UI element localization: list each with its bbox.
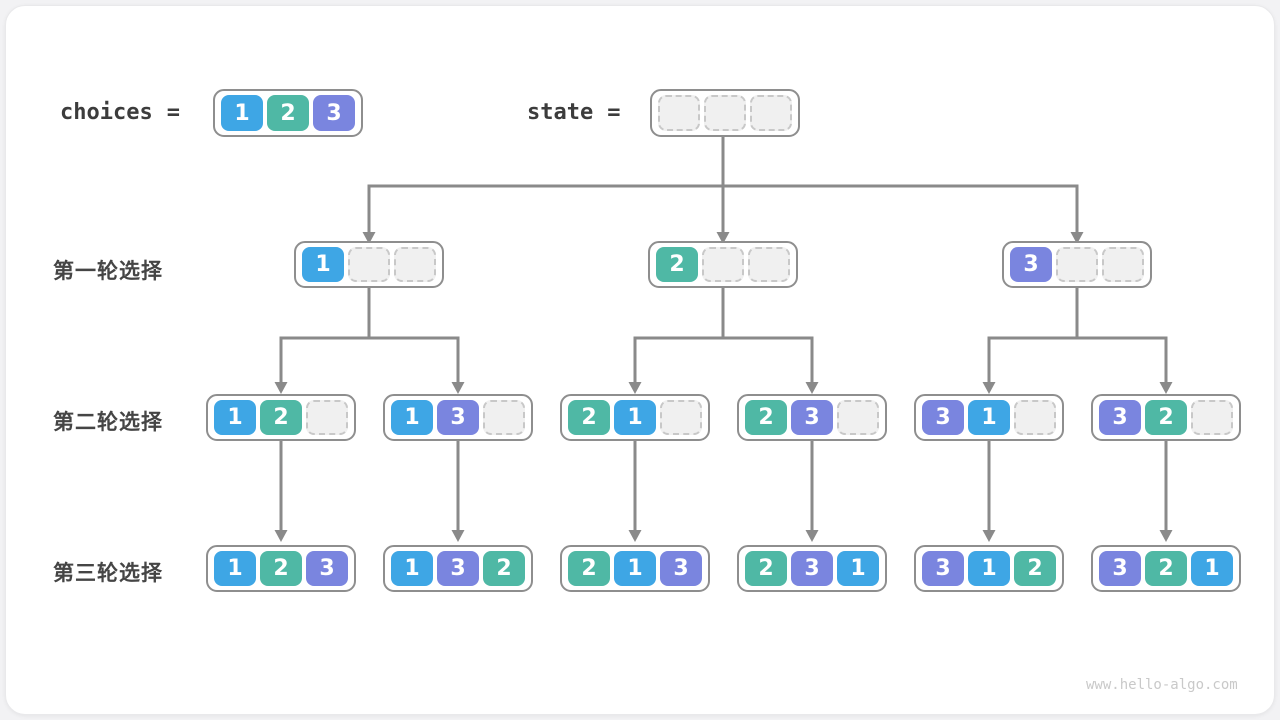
array-cell [348,247,390,282]
array-cell [702,247,744,282]
state-array [650,89,800,137]
array-cell: 2 [483,551,525,586]
array-cell [483,400,525,435]
round-1-label: 第一轮选择 [53,260,163,283]
array-cell: 1 [391,400,433,435]
array-cell [748,247,790,282]
array-cell: 2 [1014,551,1056,586]
state-node: 3 1 [914,394,1064,441]
array-cell: 1 [214,400,256,435]
array-cell: 3 [922,551,964,586]
array-cell: 1 [968,400,1010,435]
array-cell: 2 [267,95,309,131]
state-equals: = [607,100,621,125]
array-cell: 2 [260,551,302,586]
array-cell: 3 [1099,551,1141,586]
array-cell [658,95,700,131]
array-cell: 3 [313,95,355,131]
array-cell [837,400,879,435]
array-cell: 2 [745,400,787,435]
array-cell: 2 [568,551,610,586]
array-cell: 3 [791,551,833,586]
state-node: 3 1 2 [914,545,1064,592]
array-cell: 1 [221,95,263,131]
state-node: 1 2 3 [206,545,356,592]
state-node: 1 [294,241,444,288]
state-node: 3 2 [1091,394,1241,441]
array-cell: 1 [214,551,256,586]
array-cell [1191,400,1233,435]
state-node: 2 3 1 [737,545,887,592]
array-cell: 2 [656,247,698,282]
choices-equals: = [166,100,180,125]
state-node: 2 1 [560,394,710,441]
array-cell: 3 [306,551,348,586]
array-cell: 3 [437,551,479,586]
state-label-text: state [527,100,594,125]
array-cell: 2 [568,400,610,435]
array-cell [1056,247,1098,282]
array-cell: 1 [968,551,1010,586]
connector-layer [274,135,1173,542]
choices-array: 1 2 3 [213,89,363,137]
state-node: 2 1 3 [560,545,710,592]
array-cell: 3 [922,400,964,435]
array-cell: 3 [1010,247,1052,282]
state-node: 1 3 2 [383,545,533,592]
state-node: 1 2 [206,394,356,441]
watermark: www.hello-algo.com [1086,677,1238,693]
array-cell [394,247,436,282]
array-cell: 1 [837,551,879,586]
array-cell: 3 [791,400,833,435]
array-cell [704,95,746,131]
array-cell: 1 [614,551,656,586]
array-cell [1014,400,1056,435]
state-node: 3 2 1 [1091,545,1241,592]
round-2-label: 第二轮选择 [53,411,163,434]
array-cell: 2 [1145,551,1187,586]
round-3-label: 第三轮选择 [53,562,163,585]
choices-label-text: choices [60,100,153,125]
state-node: 2 [648,241,798,288]
array-cell: 3 [437,400,479,435]
array-cell [306,400,348,435]
array-cell: 2 [1145,400,1187,435]
choices-label: choices = [60,100,180,125]
array-cell [1102,247,1144,282]
array-cell: 1 [391,551,433,586]
state-node: 1 3 [383,394,533,441]
array-cell: 3 [660,551,702,586]
state-node: 2 3 [737,394,887,441]
state-node: 3 [1002,241,1152,288]
state-label: state = [527,100,620,125]
diagram-canvas: choices= 1 2 3 state= 第一轮选择 第二轮选择 第三轮选择 … [5,5,1275,715]
array-cell: 2 [745,551,787,586]
array-cell: 1 [302,247,344,282]
array-cell [660,400,702,435]
array-cell [750,95,792,131]
array-cell: 1 [614,400,656,435]
array-cell: 2 [260,400,302,435]
array-cell: 3 [1099,400,1141,435]
array-cell: 1 [1191,551,1233,586]
